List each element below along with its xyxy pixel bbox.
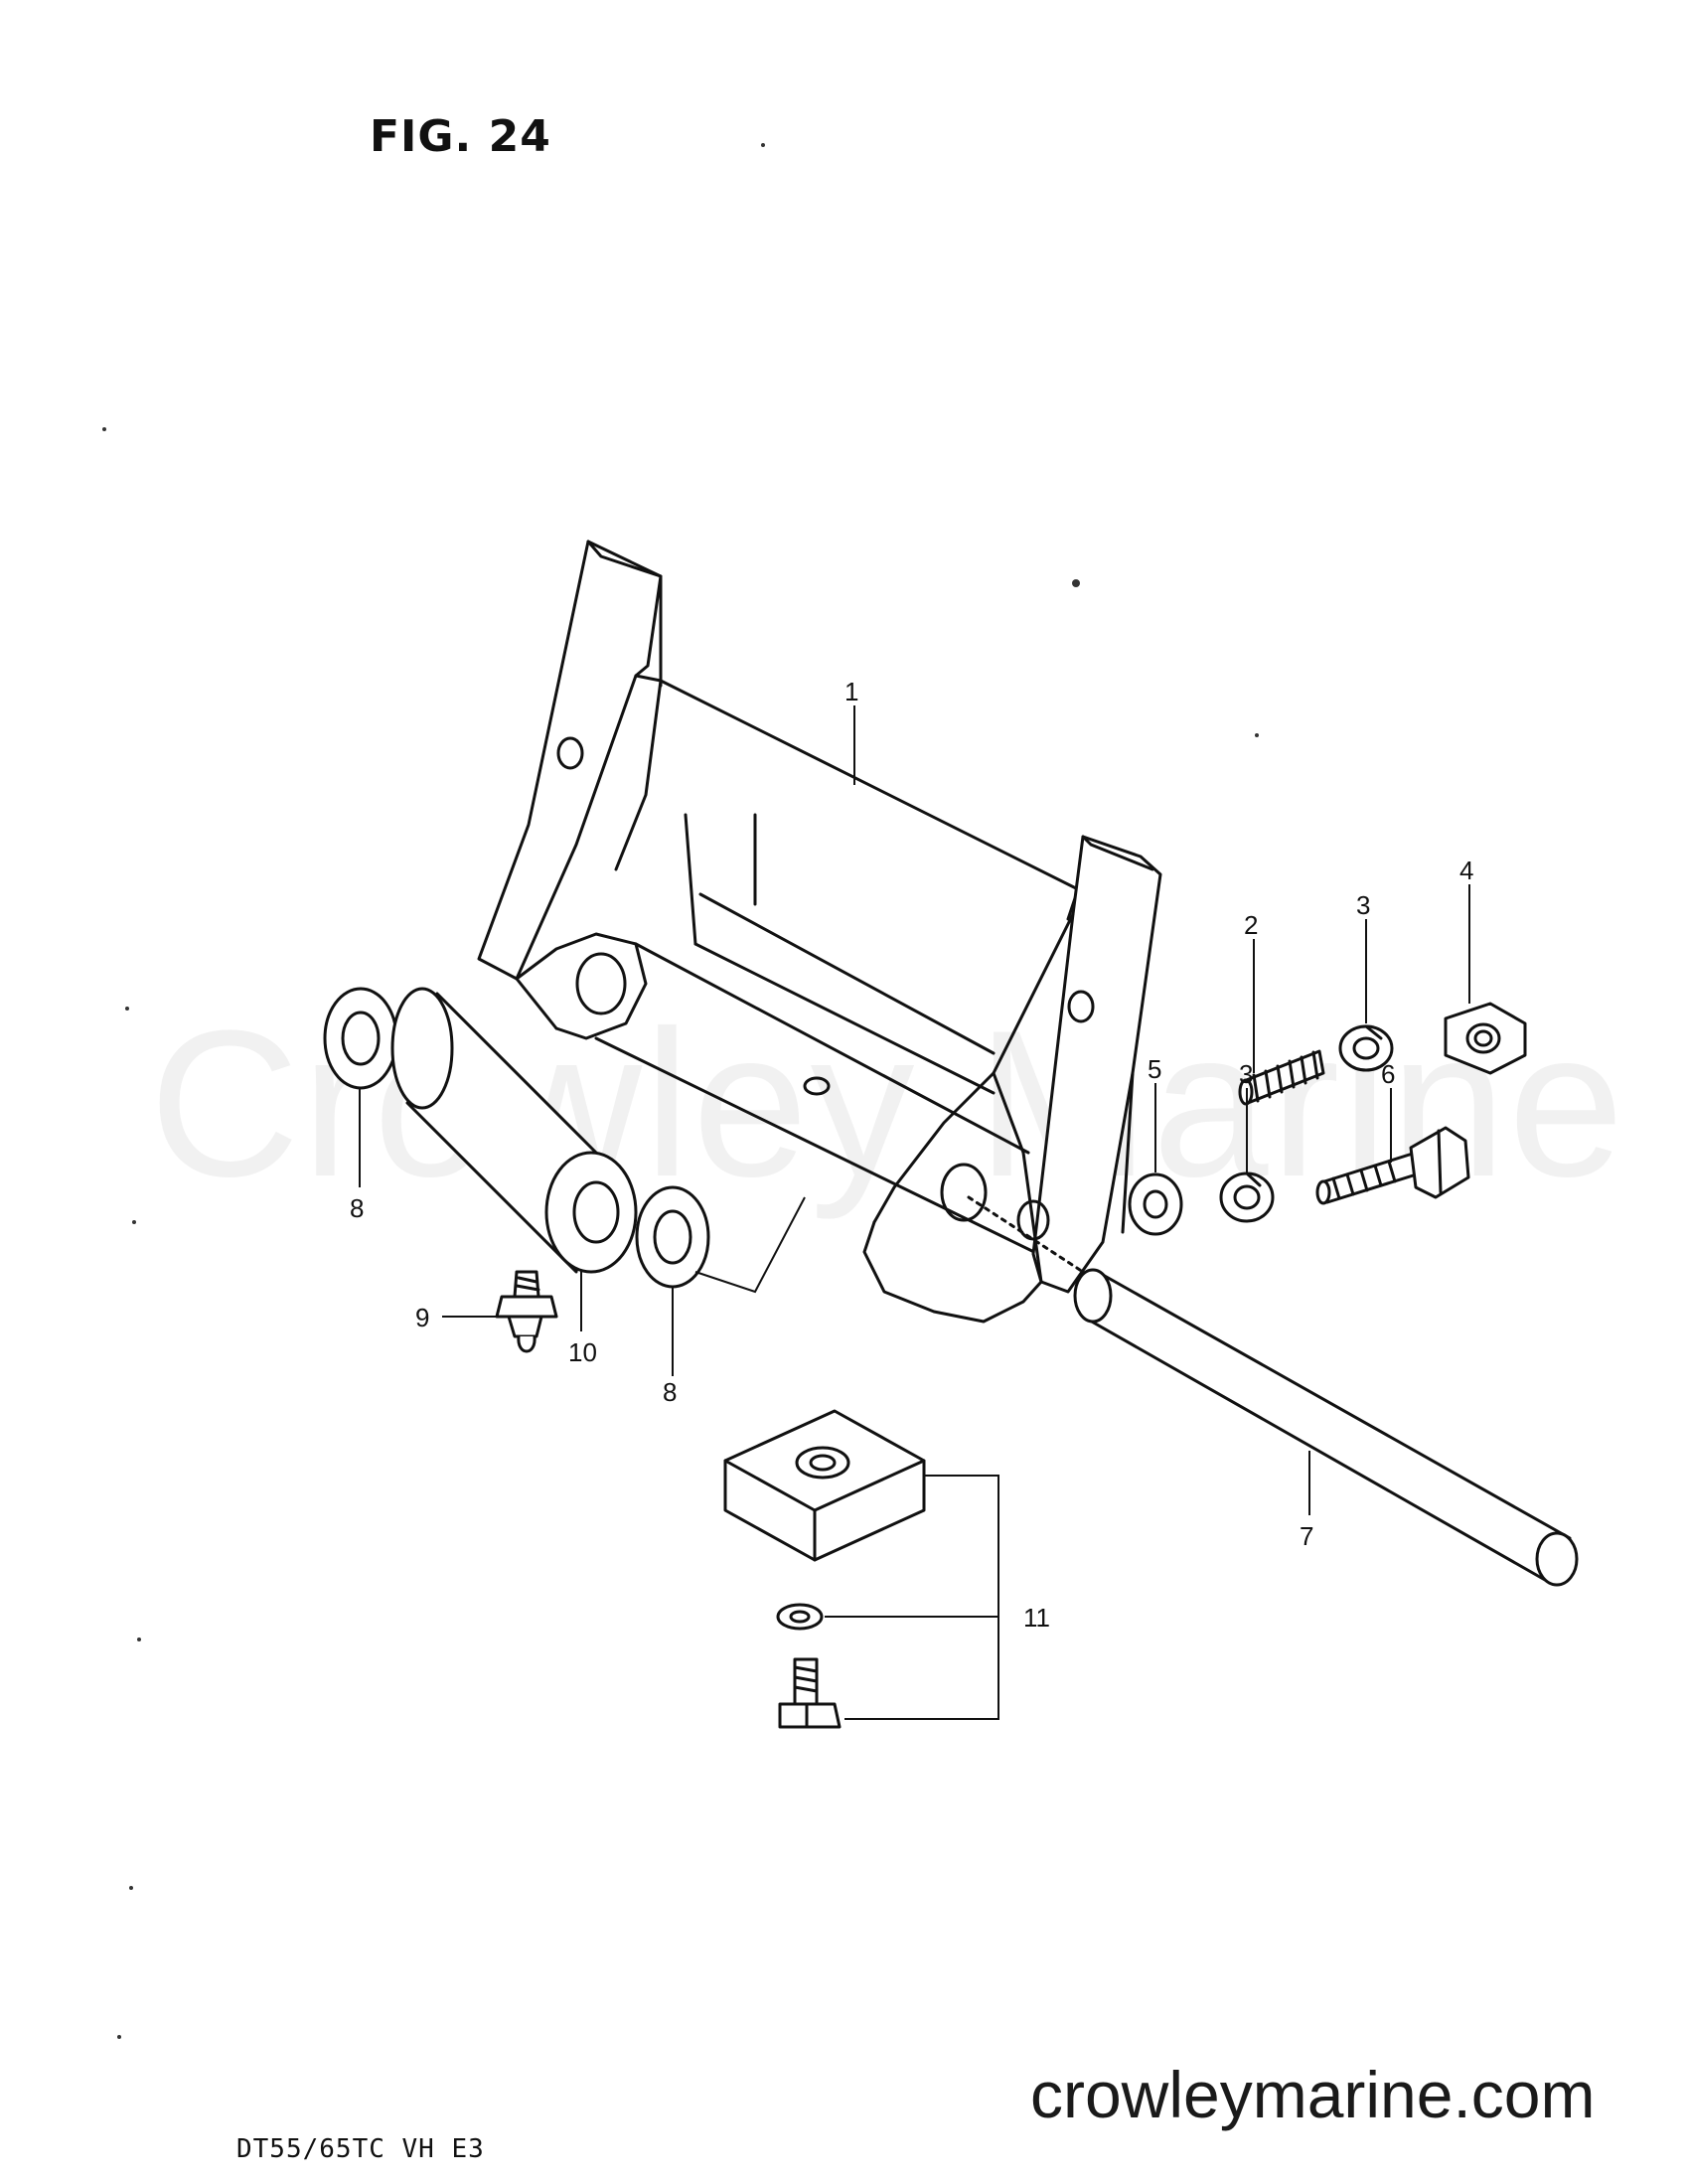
callout-2: 2 bbox=[1244, 910, 1258, 940]
callout-10: 10 bbox=[568, 1337, 597, 1367]
plain-washer-part bbox=[1128, 1172, 1183, 1236]
callout-9: 9 bbox=[415, 1303, 429, 1332]
bracket-part bbox=[477, 540, 1162, 1324]
website-label: crowleymarine.com bbox=[1030, 2058, 1596, 2131]
spring-washer-lower-part bbox=[1219, 1171, 1275, 1223]
thrust-washer-left-part bbox=[323, 987, 398, 1090]
callout-7: 7 bbox=[1300, 1521, 1313, 1551]
spring-washer-upper-part bbox=[1338, 1024, 1394, 1072]
figure-title: FIG. 24 bbox=[370, 111, 551, 162]
callout-4: 4 bbox=[1459, 856, 1473, 885]
callout-8-left: 8 bbox=[350, 1193, 364, 1223]
anode-screw-part bbox=[778, 1657, 842, 1729]
anode-block-part bbox=[723, 1409, 926, 1562]
shaft-part bbox=[967, 1195, 1579, 1587]
scan-speckles bbox=[102, 143, 1259, 2039]
callout-11: 11 bbox=[1023, 1603, 1050, 1633]
model-code-label: DT55/65TC VH E3 bbox=[236, 2134, 485, 2164]
callout-6: 6 bbox=[1381, 1059, 1395, 1089]
callout-3-upper: 3 bbox=[1356, 890, 1370, 920]
callout-3-lower: 3 bbox=[1239, 1059, 1253, 1089]
hex-nut-part bbox=[1444, 1002, 1527, 1075]
callout-5: 5 bbox=[1148, 1054, 1161, 1084]
grease-nipple-part bbox=[495, 1270, 558, 1353]
callout-1: 1 bbox=[844, 677, 858, 706]
collar-bushing-part bbox=[390, 987, 638, 1274]
callout-8-right: 8 bbox=[663, 1377, 677, 1407]
anode-washer-part bbox=[776, 1603, 824, 1631]
hex-bolt-part bbox=[1315, 1126, 1470, 1205]
